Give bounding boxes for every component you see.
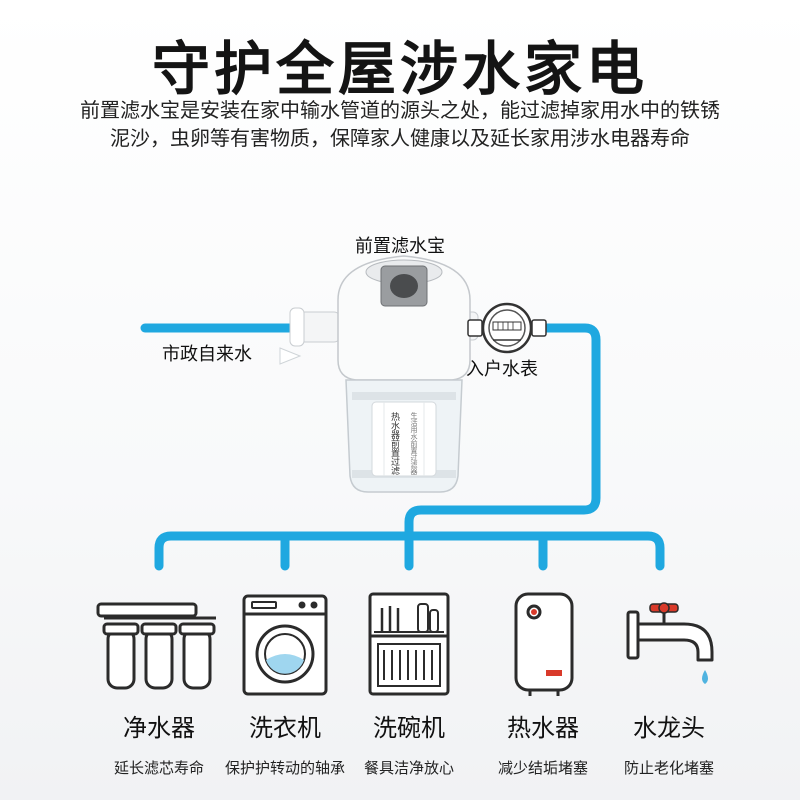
intro-text: 前置滤水宝是安装在家中输水管道的源头之处，能过滤掉家用水中的铁锈 泥沙，虫卵等有… [40, 96, 760, 152]
appliance-name: 热水器 [507, 714, 579, 742]
flow-arrow-icon [279, 347, 302, 365]
washing-machine-icon [242, 594, 328, 696]
appliance-desc: 延长滤芯寿命 [113, 759, 204, 777]
product-print-main: 热水器前置过滤 [389, 411, 400, 476]
appliance-name: 洗碗机 [373, 714, 445, 742]
front-filter-product [289, 255, 479, 493]
appliance-name: 净水器 [123, 714, 195, 742]
product-print-side: 生活用水前置过滤器 [410, 411, 418, 476]
filter-label: 前置滤水宝 [355, 236, 445, 257]
page-title: 守护全屋涉水家电 [151, 35, 648, 103]
dishwasher-icon [368, 592, 450, 696]
city-water-label: 市政自来水 [162, 344, 252, 365]
appliance-washing-machine: 洗衣机 保护护转动的轴承 [210, 590, 360, 778]
intro-line-2: 泥沙，虫卵等有害物质，保障家人健康以及延长家用涉水电器寿命 [110, 126, 690, 150]
outlet-pipe [404, 323, 601, 541]
water-meter-label: 入户水表 [466, 359, 538, 380]
water-heater-icon [514, 592, 574, 696]
appliance-name: 洗衣机 [249, 714, 321, 742]
appliance-dishwasher: 洗碗机 餐具洁净放心 [334, 590, 484, 778]
water-purifier-icon [96, 602, 216, 690]
water-meter-icon [467, 302, 547, 354]
appliance-name: 水龙头 [633, 714, 705, 742]
faucet-icon [626, 602, 714, 684]
appliance-desc: 防止老化堵塞 [623, 759, 714, 777]
appliance-water-heater: 热水器 减少结垢堵塞 [468, 590, 618, 778]
appliance-desc: 减少结垢堵塞 [497, 759, 588, 777]
appliance-desc: 保护护转动的轴承 [224, 759, 345, 777]
appliance-desc: 餐具洁净放心 [363, 759, 454, 777]
intro-line-1: 前置滤水宝是安装在家中输水管道的源头之处，能过滤掉家用水中的铁锈 [80, 98, 720, 122]
appliance-water-purifier: 净水器 延长滤芯寿命 [84, 590, 234, 778]
appliance-faucet: 水龙头 防止老化堵塞 [594, 590, 744, 778]
